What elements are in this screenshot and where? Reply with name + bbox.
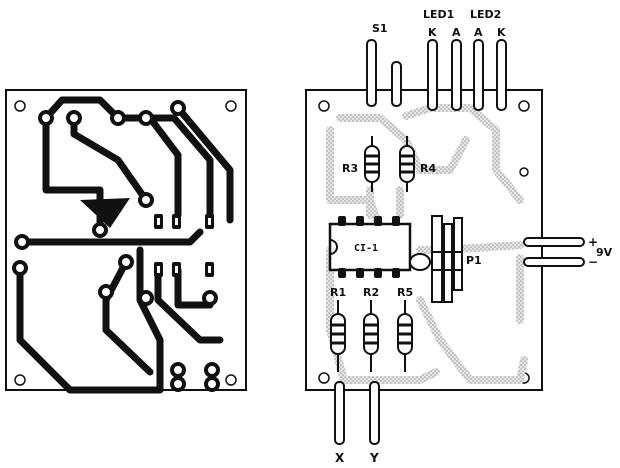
resistor-r1 xyxy=(330,300,346,372)
label-9v: 9V xyxy=(596,246,613,259)
label-r2: R2 xyxy=(363,286,379,299)
bottom-wires xyxy=(334,381,380,445)
label-led1-a: A xyxy=(452,26,461,39)
label-led1: LED1 xyxy=(423,8,454,21)
resistor-r3 xyxy=(364,136,380,192)
label-led2-k: K xyxy=(497,26,506,39)
ic-label: CI-1 xyxy=(354,243,378,254)
label-s1: S1 xyxy=(372,22,388,35)
copper-layout-board xyxy=(5,89,247,394)
label-led2-a: A xyxy=(474,26,483,39)
ic-ci1: CI-1 xyxy=(328,216,412,278)
label-led1-k: K xyxy=(428,26,437,39)
label-minus: − xyxy=(588,255,598,269)
label-r5: R5 xyxy=(397,286,413,299)
label-x: X xyxy=(335,451,345,465)
solder-pads xyxy=(12,100,220,392)
resistor-r4 xyxy=(399,136,415,192)
resistor-r5 xyxy=(397,300,413,372)
label-y: Y xyxy=(369,451,379,465)
label-r1: R1 xyxy=(330,286,346,299)
label-plus: + xyxy=(588,235,598,249)
potentiometer-p1 xyxy=(409,215,463,303)
resistor-r2 xyxy=(363,300,379,372)
label-r3: R3 xyxy=(342,162,358,175)
label-p1: P1 xyxy=(466,254,482,267)
label-r4: R4 xyxy=(420,162,436,175)
ground-plane xyxy=(80,198,130,228)
power-wires xyxy=(523,237,585,267)
top-connector-pins xyxy=(366,39,507,111)
component-layout-board: CI-1 xyxy=(305,39,585,445)
shaded-traces xyxy=(326,104,528,384)
label-led2: LED2 xyxy=(470,8,501,21)
